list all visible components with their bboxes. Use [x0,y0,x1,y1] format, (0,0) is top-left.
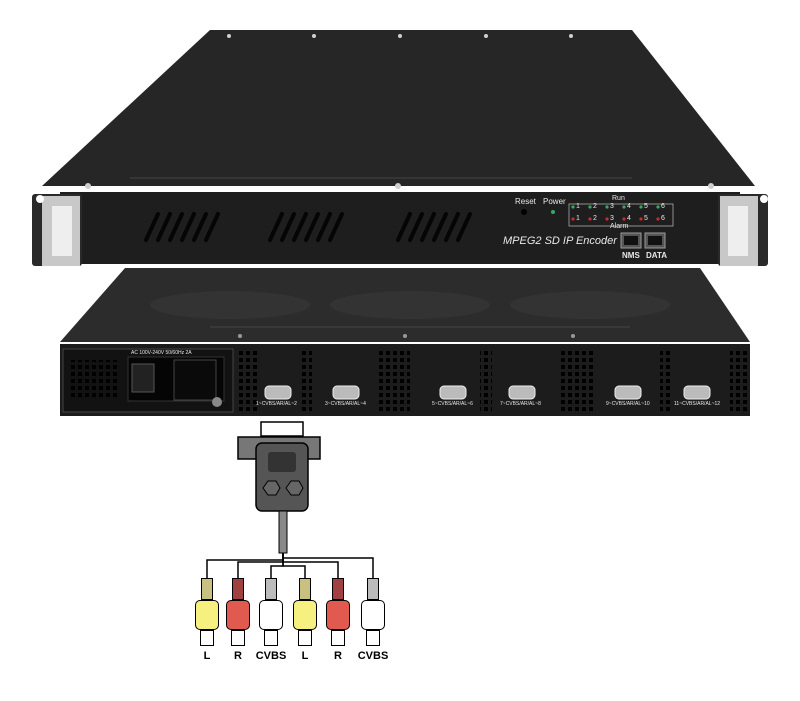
ground-screw [212,397,222,407]
db9-label-4: 7~CVBS/AR/AL~8 [500,401,541,407]
rca-plug-1 [195,578,219,648]
plug-label-l: L [301,650,309,662]
reset-label: Reset [515,197,536,206]
alarm-led-4: 4 [627,215,631,222]
db9-label-5: 9~CVBS/AR/AL~10 [606,401,650,407]
nms-label: NMS [622,251,640,260]
ac-rating-label: AC 100V-240V 50/60Hz 2A [131,350,192,356]
front-unit-top [42,30,755,186]
db9-plug-tip [260,421,304,437]
run-led-4: 4 [627,203,631,210]
run-led-1: 1 [576,203,580,210]
power-label: Power [543,197,566,206]
alarm-led-2: 2 [593,215,597,222]
rca-plug-5 [326,578,350,648]
plug-label-r: R [234,650,242,662]
rca-plug-6 [361,578,385,648]
plug-label-cvbs: CVBS [357,650,389,662]
alarm-led-3: 3 [610,215,614,222]
alarm-led-6: 6 [661,215,665,222]
run-led-6: 6 [661,203,665,210]
alarm-label: Alarm [610,223,629,230]
rca-plug-2 [226,578,250,648]
db9-label-3: 5~CVBS/AR/AL~6 [432,401,473,407]
rca-plug-4 [293,578,317,648]
db9-ports [264,385,711,400]
db9-label-2: 3~CVBS/AR/AL~4 [325,401,366,407]
db9-label-6: 11~CVBS/AR/AL~12 [674,401,721,407]
model-label: MPEG2 SD IP Encoder [503,235,617,247]
run-label: Run [612,195,625,202]
reset-hole[interactable] [521,209,527,215]
alarm-led-5: 5 [644,215,648,222]
plug-label-r: R [334,650,342,662]
run-led-2: 2 [593,203,597,210]
front-vents [144,212,472,242]
power-switch[interactable] [131,363,155,393]
alarm-led-1: 1 [576,215,580,222]
plug-label-l: L [203,650,211,662]
run-led-3: 3 [610,203,614,210]
rca-plug-3 [259,578,283,648]
plug-label-cvbs: CVBS [255,650,287,662]
iec-inlet [173,359,217,401]
data-label: DATA [646,251,668,260]
db9-label-1: 1~CVBS/AR/AL~2 [256,401,297,407]
run-led-5: 5 [644,203,648,210]
power-led [551,210,555,214]
breakout-wires [206,553,374,578]
